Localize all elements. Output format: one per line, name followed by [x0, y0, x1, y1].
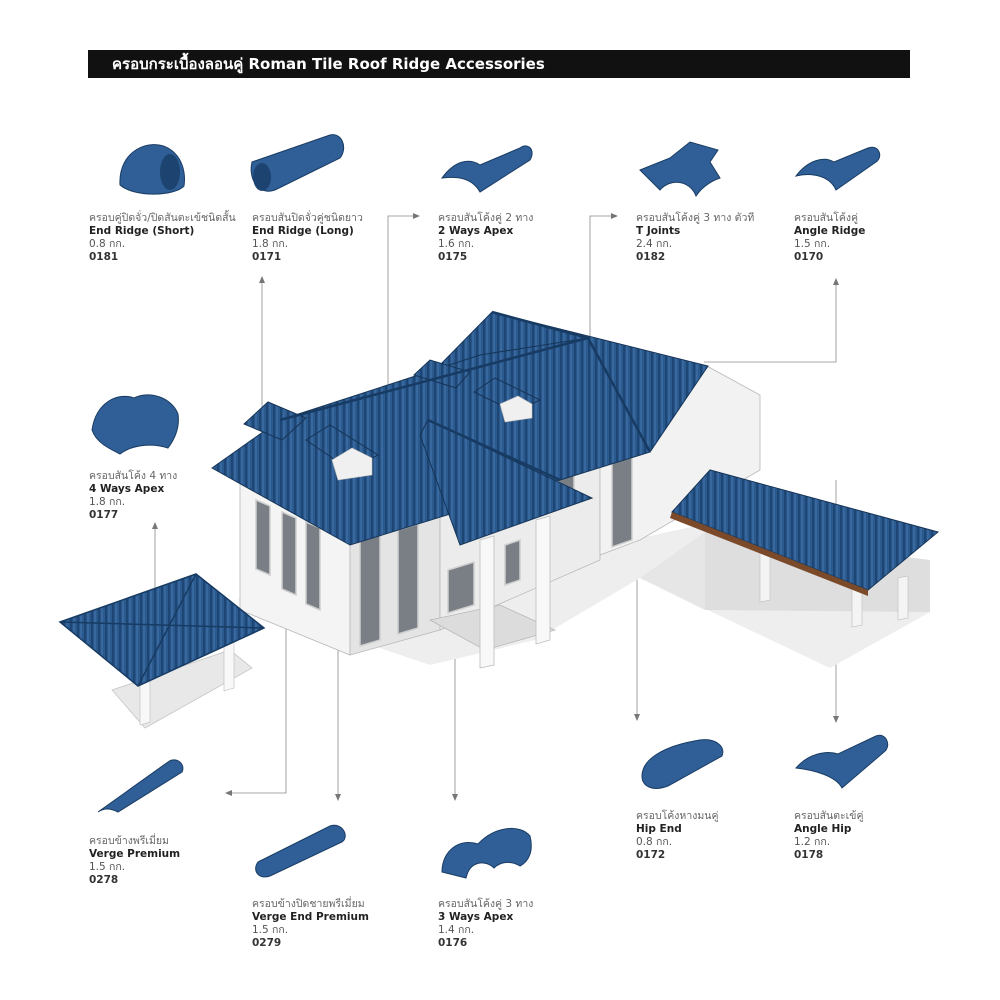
product-code: 0175 — [438, 251, 468, 263]
product-thai-name: ครอบสันโค้ง 4 ทาง — [89, 470, 178, 482]
carport — [640, 469, 940, 628]
tile-icon-0182 — [639, 141, 721, 198]
product-weight: 1.8 กก. — [89, 496, 126, 508]
product-0171: ครอบสันปิดจั่วคู่ชนิดยาว End Ridge (Long… — [252, 212, 363, 264]
product-weight: 1.5 กก. — [89, 861, 126, 873]
tile-icon-0172 — [641, 739, 724, 789]
product-name: Verge End Premium — [252, 911, 369, 923]
product-code: 0182 — [636, 251, 666, 263]
tile-icon-0176 — [441, 827, 532, 879]
product-thai-name: ครอบข้างพรีเมี่ยม — [89, 835, 169, 847]
product-0175: ครอบสันโค้งคู่ 2 ทาง 2 Ways Apex 1.6 กก.… — [438, 212, 533, 264]
product-code: 0170 — [794, 251, 824, 263]
product-name: End Ridge (Short) — [89, 225, 195, 237]
product-0278: ครอบข้างพรีเมี่ยม Verge Premium 1.5 กก. … — [89, 835, 180, 887]
product-0177: ครอบสันโค้ง 4 ทาง 4 Ways Apex 1.8 กก. 01… — [89, 470, 177, 522]
product-code: 0177 — [89, 509, 119, 521]
product-name: Verge Premium — [89, 848, 181, 860]
product-weight: 1.5 กก. — [794, 238, 831, 250]
product-weight: 1.2 กก. — [794, 836, 831, 848]
product-weight: 1.5 กก. — [252, 924, 289, 936]
product-name: T Joints — [636, 225, 681, 237]
tile-icon-0170 — [794, 146, 881, 191]
product-code: 0181 — [89, 251, 119, 263]
product-thai-name: ครอบคู่ปิดจั่ว/ปิดสันตะเข้ชนิดสั้น — [89, 212, 236, 224]
arrow-heads — [152, 213, 839, 801]
product-name: Angle Ridge — [794, 225, 866, 237]
product-name: Angle Hip — [794, 823, 852, 835]
product-0181: ครอบคู่ปิดจั่ว/ปิดสันตะเข้ชนิดสั้น End R… — [89, 212, 236, 264]
product-code: 0171 — [252, 251, 282, 263]
product-thai-name: ครอบสันโค้งคู่ — [794, 212, 859, 224]
product-name: 4 Ways Apex — [89, 483, 165, 495]
front-gable-roof — [419, 419, 594, 546]
tile-icon-0181 — [119, 144, 185, 195]
product-weight: 2.4 กก. — [636, 238, 673, 250]
product-thai-name: ครอบสันโค้งคู่ 3 ทาง ตัวที — [636, 212, 755, 224]
product-thai-name: ครอบสันโค้งคู่ 3 ทาง — [438, 898, 534, 910]
product-name: Hip End — [636, 823, 682, 835]
product-code: 0176 — [438, 937, 468, 949]
product-weight: 1.6 กก. — [438, 238, 475, 250]
product-name: 2 Ways Apex — [438, 225, 514, 237]
product-name: 3 Ways Apex — [438, 911, 514, 923]
product-weight: 1.8 กก. — [252, 238, 289, 250]
left-gable-roof — [243, 401, 307, 441]
tile-icon-0178 — [795, 734, 889, 789]
product-thai-name: ครอบโค้งหางมนคู่ — [636, 810, 719, 822]
product-code: 0178 — [794, 849, 824, 861]
tile-icon-0278 — [97, 759, 184, 813]
product-weight: 0.8 กก. — [636, 836, 673, 848]
product-code: 0279 — [252, 937, 282, 949]
tile-icon-0279 — [255, 824, 346, 878]
product-thai-name: ครอบสันโค้งคู่ 2 ทาง — [438, 212, 534, 224]
product-name: End Ridge (Long) — [252, 225, 354, 237]
product-0182: ครอบสันโค้งคู่ 3 ทาง ตัวที T Joints 2.4 … — [636, 212, 754, 264]
product-thai-name: ครอบข้างปิดชายพรีเมี่ยม — [252, 898, 365, 910]
tile-icon-0177 — [91, 394, 179, 455]
product-0172: ครอบโค้งหางมนคู่ Hip End 0.8 กก. 0172 — [636, 810, 719, 862]
product-thai-name: ครอบสันปิดจั่วคู่ชนิดยาว — [252, 212, 363, 224]
product-thai-name: ครอบสันตะเข้คู่ — [794, 810, 864, 822]
product-code: 0172 — [636, 849, 666, 861]
dormers — [305, 359, 542, 481]
pavilion — [58, 573, 266, 729]
product-0178: ครอบสันตะเข้คู่ Angle Hip 1.2 กก. 0178 — [794, 810, 863, 862]
product-0176: ครอบสันโค้งคู่ 3 ทาง 3 Ways Apex 1.4 กก.… — [438, 898, 533, 950]
house-windows — [255, 446, 633, 648]
tile-icon-0175 — [440, 145, 533, 193]
page-title: ครอบกระเบื้องลอนคู่ Roman Tile Roof Ridg… — [88, 50, 910, 78]
ridge-lines — [279, 310, 652, 482]
product-weight: 0.8 กก. — [89, 238, 126, 250]
product-0279: ครอบข้างปิดชายพรีเมี่ยม Verge End Premiu… — [252, 898, 369, 950]
product-code: 0278 — [89, 874, 119, 886]
porch — [428, 515, 557, 669]
product-weight: 1.4 กก. — [438, 924, 475, 936]
tile-icon-0171 — [250, 134, 345, 192]
product-0170: ครอบสันโค้งคู่ Angle Ridge 1.5 กก. 0170 — [794, 212, 865, 264]
